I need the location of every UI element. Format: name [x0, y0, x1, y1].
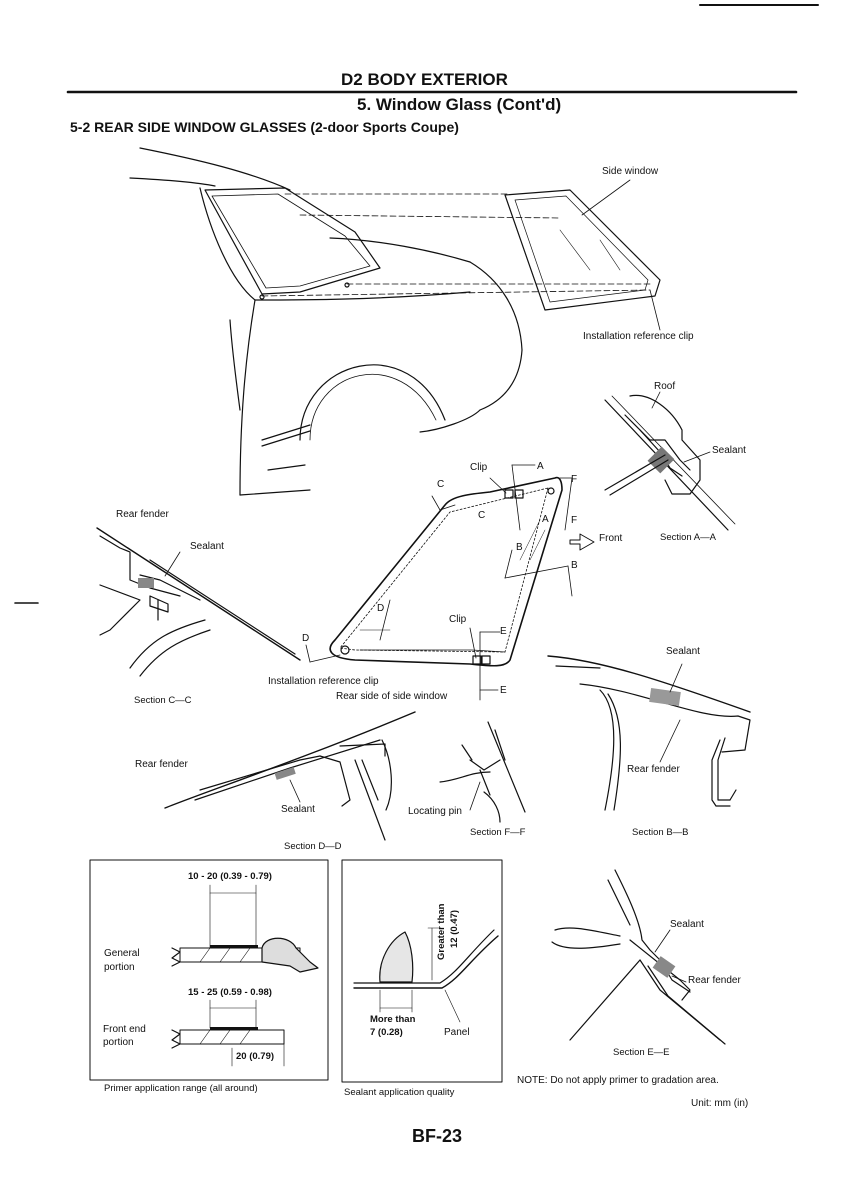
- page-header-subtitle: 5. Window Glass (Cont'd): [357, 95, 562, 114]
- dim-more-than: 7 (0.28): [370, 1027, 403, 1038]
- note-primer: NOTE: Do not apply primer to gradation a…: [517, 1075, 719, 1086]
- primer-box-drawing: [89, 859, 329, 1081]
- label-sealant-aa: Sealant: [712, 445, 746, 456]
- marker-a-inner: A: [542, 514, 549, 525]
- label-greater-than: Greater than: [436, 903, 447, 961]
- dim-general-portion: 10 - 20 (0.39 - 0.79): [188, 871, 272, 882]
- section-bb-drawing: [547, 655, 751, 811]
- marker-c-top: C: [437, 479, 445, 490]
- marker-a-top: A: [537, 461, 544, 472]
- label-front-end-portion-2: portion: [103, 1037, 134, 1048]
- label-locating-pin: Locating pin: [408, 806, 462, 817]
- glass-center-drawing: [305, 464, 595, 701]
- marker-c-inner: C: [478, 510, 486, 521]
- caption-section-cc: Section C—C: [134, 695, 192, 706]
- marker-f-inner: F: [571, 515, 578, 526]
- label-roof: Roof: [654, 381, 676, 392]
- unit-label: Unit: mm (in): [691, 1098, 749, 1109]
- label-more-than: More than: [370, 1014, 416, 1025]
- section-ee-drawing: [551, 869, 726, 1045]
- label-sealant-cc: Sealant: [190, 541, 224, 552]
- label-installation-reference-clip-top: Installation reference clip: [583, 331, 694, 342]
- label-general-portion-2: portion: [104, 962, 135, 973]
- caption-section-bb: Section B—B: [632, 827, 689, 838]
- label-rear-side-of-side-window: Rear side of side window: [336, 691, 448, 702]
- caption-section-ee: Section E—E: [613, 1047, 670, 1058]
- section-cc-drawing: [96, 527, 301, 677]
- section-ff-drawing: [439, 721, 526, 823]
- marker-d-inner: D: [377, 603, 385, 614]
- marker-f-top: F: [571, 474, 578, 485]
- label-panel: Panel: [444, 1027, 470, 1038]
- label-general-portion-1: General: [104, 948, 140, 959]
- marker-b-inner: B: [516, 542, 523, 553]
- section-heading: 5-2 REAR SIDE WINDOW GLASSES (2-door Spo…: [70, 119, 459, 135]
- caption-section-dd: Section D—D: [284, 841, 342, 852]
- label-installation-reference-clip-mid: Installation reference clip: [268, 676, 379, 687]
- sealant-box-drawing: [341, 859, 503, 1083]
- caption-sealant-application: Sealant application quality: [344, 1087, 455, 1098]
- label-sealant-ee: Sealant: [670, 919, 704, 930]
- section-dd-drawing: [164, 711, 416, 841]
- dim-front-end-portion: 15 - 25 (0.59 - 0.98): [188, 987, 272, 998]
- label-rear-fender-cc: Rear fender: [116, 509, 169, 520]
- caption-primer-application: Primer application range (all around): [104, 1083, 258, 1094]
- label-rear-fender-bb: Rear fender: [627, 764, 680, 775]
- marker-b-outer: B: [571, 560, 578, 571]
- label-front-end-portion-1: Front end: [103, 1024, 146, 1035]
- label-clip-top: Clip: [470, 462, 488, 473]
- label-sealant-bb: Sealant: [666, 646, 700, 657]
- label-clip-bottom: Clip: [449, 614, 467, 625]
- label-side-window: Side window: [602, 166, 659, 177]
- label-front: Front: [599, 533, 623, 544]
- marker-e-top: E: [500, 626, 507, 637]
- section-aa-drawing: [604, 391, 736, 531]
- caption-section-ff: Section F—F: [470, 827, 526, 838]
- label-rear-fender-dd: Rear fender: [135, 759, 188, 770]
- dim-greater-than: 12 (0.47): [449, 909, 460, 948]
- label-rear-fender-ee: Rear fender: [688, 975, 741, 986]
- label-sealant-dd: Sealant: [281, 804, 315, 815]
- page-number: BF-23: [412, 1126, 463, 1146]
- marker-e-bottom: E: [500, 685, 507, 696]
- car-overview-drawing: [129, 147, 661, 496]
- marker-d-outer: D: [302, 633, 310, 644]
- page-header-title: D2 BODY EXTERIOR: [341, 70, 508, 89]
- caption-section-aa: Section A—A: [660, 532, 716, 543]
- dim-20: 20 (0.79): [236, 1051, 275, 1062]
